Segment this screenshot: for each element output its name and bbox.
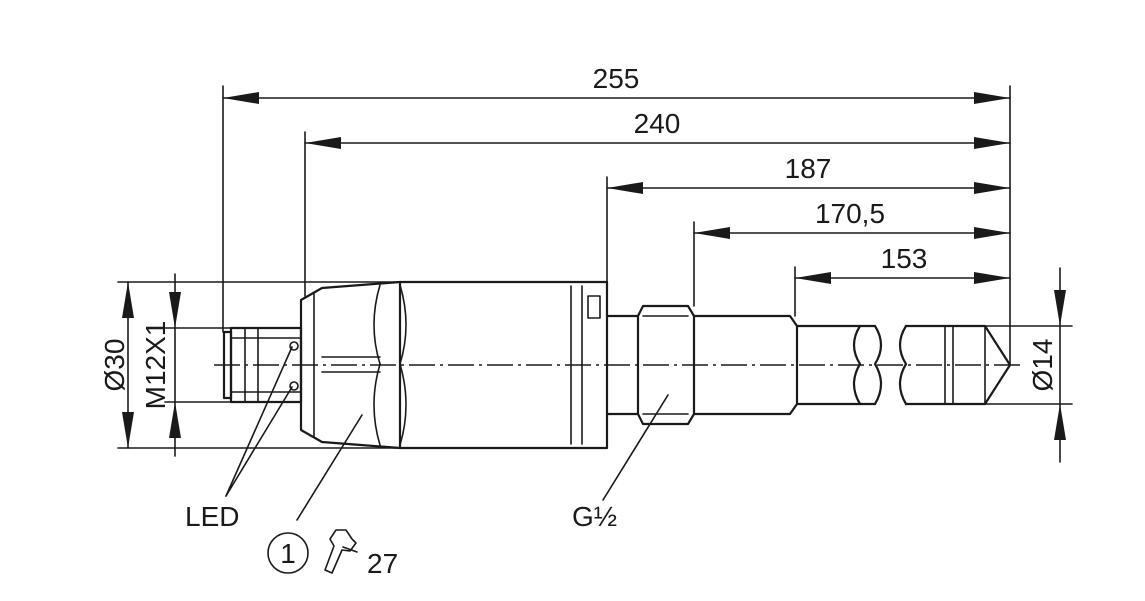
dimension-170-5: 170,5	[693, 198, 1011, 239]
wrench-icon	[324, 529, 358, 574]
extension-lines	[117, 85, 1073, 449]
thread-callout: G½	[572, 394, 669, 532]
wrench-size-label: 27	[367, 548, 398, 579]
item-number-circle	[267, 532, 309, 574]
dimension-255: 255	[222, 63, 1011, 104]
diameter-label: Ø30	[99, 339, 130, 392]
thread-label: G½	[572, 501, 617, 532]
dimension-label: 153	[881, 243, 928, 274]
led-callout: LED	[185, 346, 293, 532]
item-number: 1	[280, 538, 296, 569]
led-label: LED	[185, 501, 239, 532]
dimension-label: 187	[785, 153, 832, 184]
diameter-label: Ø14	[1027, 339, 1058, 392]
dimension-label: 170,5	[815, 198, 885, 229]
dimension-diameter-14: Ø14	[1027, 267, 1066, 463]
thread-label: M12X1	[140, 321, 171, 410]
wrench-callout: 1 27	[267, 414, 398, 579]
hex-nut	[299, 280, 407, 450]
dimension-187: 187	[606, 153, 1011, 194]
probe	[795, 324, 1012, 406]
dimension-diameter-30: Ø30	[99, 281, 134, 449]
led-indicator	[289, 381, 299, 391]
dimension-label: 255	[593, 63, 640, 94]
dimension-label: 240	[634, 108, 681, 139]
dimension-153: 153	[794, 243, 1011, 284]
sensor-body	[214, 280, 1022, 450]
led-indicator	[289, 341, 299, 351]
dimension-240: 240	[304, 108, 1011, 149]
dimension-m12: M12X1	[140, 273, 181, 457]
